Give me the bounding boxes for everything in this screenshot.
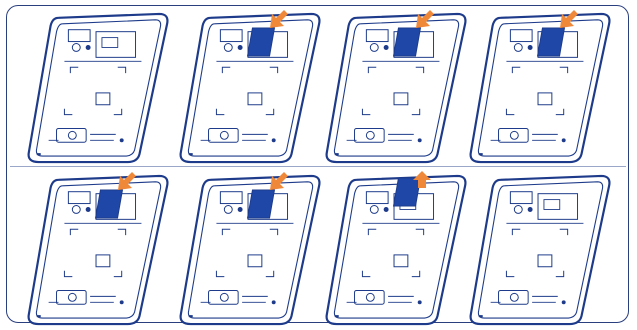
phone-step-5 [29, 172, 168, 324]
sim-card [248, 190, 275, 218]
phone-back-illustration [29, 176, 168, 324]
phone-step-6 [181, 172, 320, 324]
sim-card [538, 28, 565, 56]
phone-step-7 [327, 171, 466, 324]
phone-step-1 [29, 14, 168, 162]
phone-back-illustration [471, 176, 610, 324]
phone-back-illustration [327, 14, 466, 162]
phone-back-illustration [471, 14, 610, 162]
phone-step-8 [471, 176, 610, 324]
sim-card [394, 28, 421, 56]
sim-card [96, 190, 123, 218]
phone-step-2 [181, 10, 320, 162]
phone-step-4 [471, 10, 610, 162]
phone-back-illustration [29, 14, 168, 162]
phone-back-illustration [181, 176, 320, 324]
phone-back-illustration [181, 14, 320, 162]
phone-step-3 [327, 10, 466, 162]
sim-card [248, 28, 275, 56]
sim-card [394, 178, 421, 206]
